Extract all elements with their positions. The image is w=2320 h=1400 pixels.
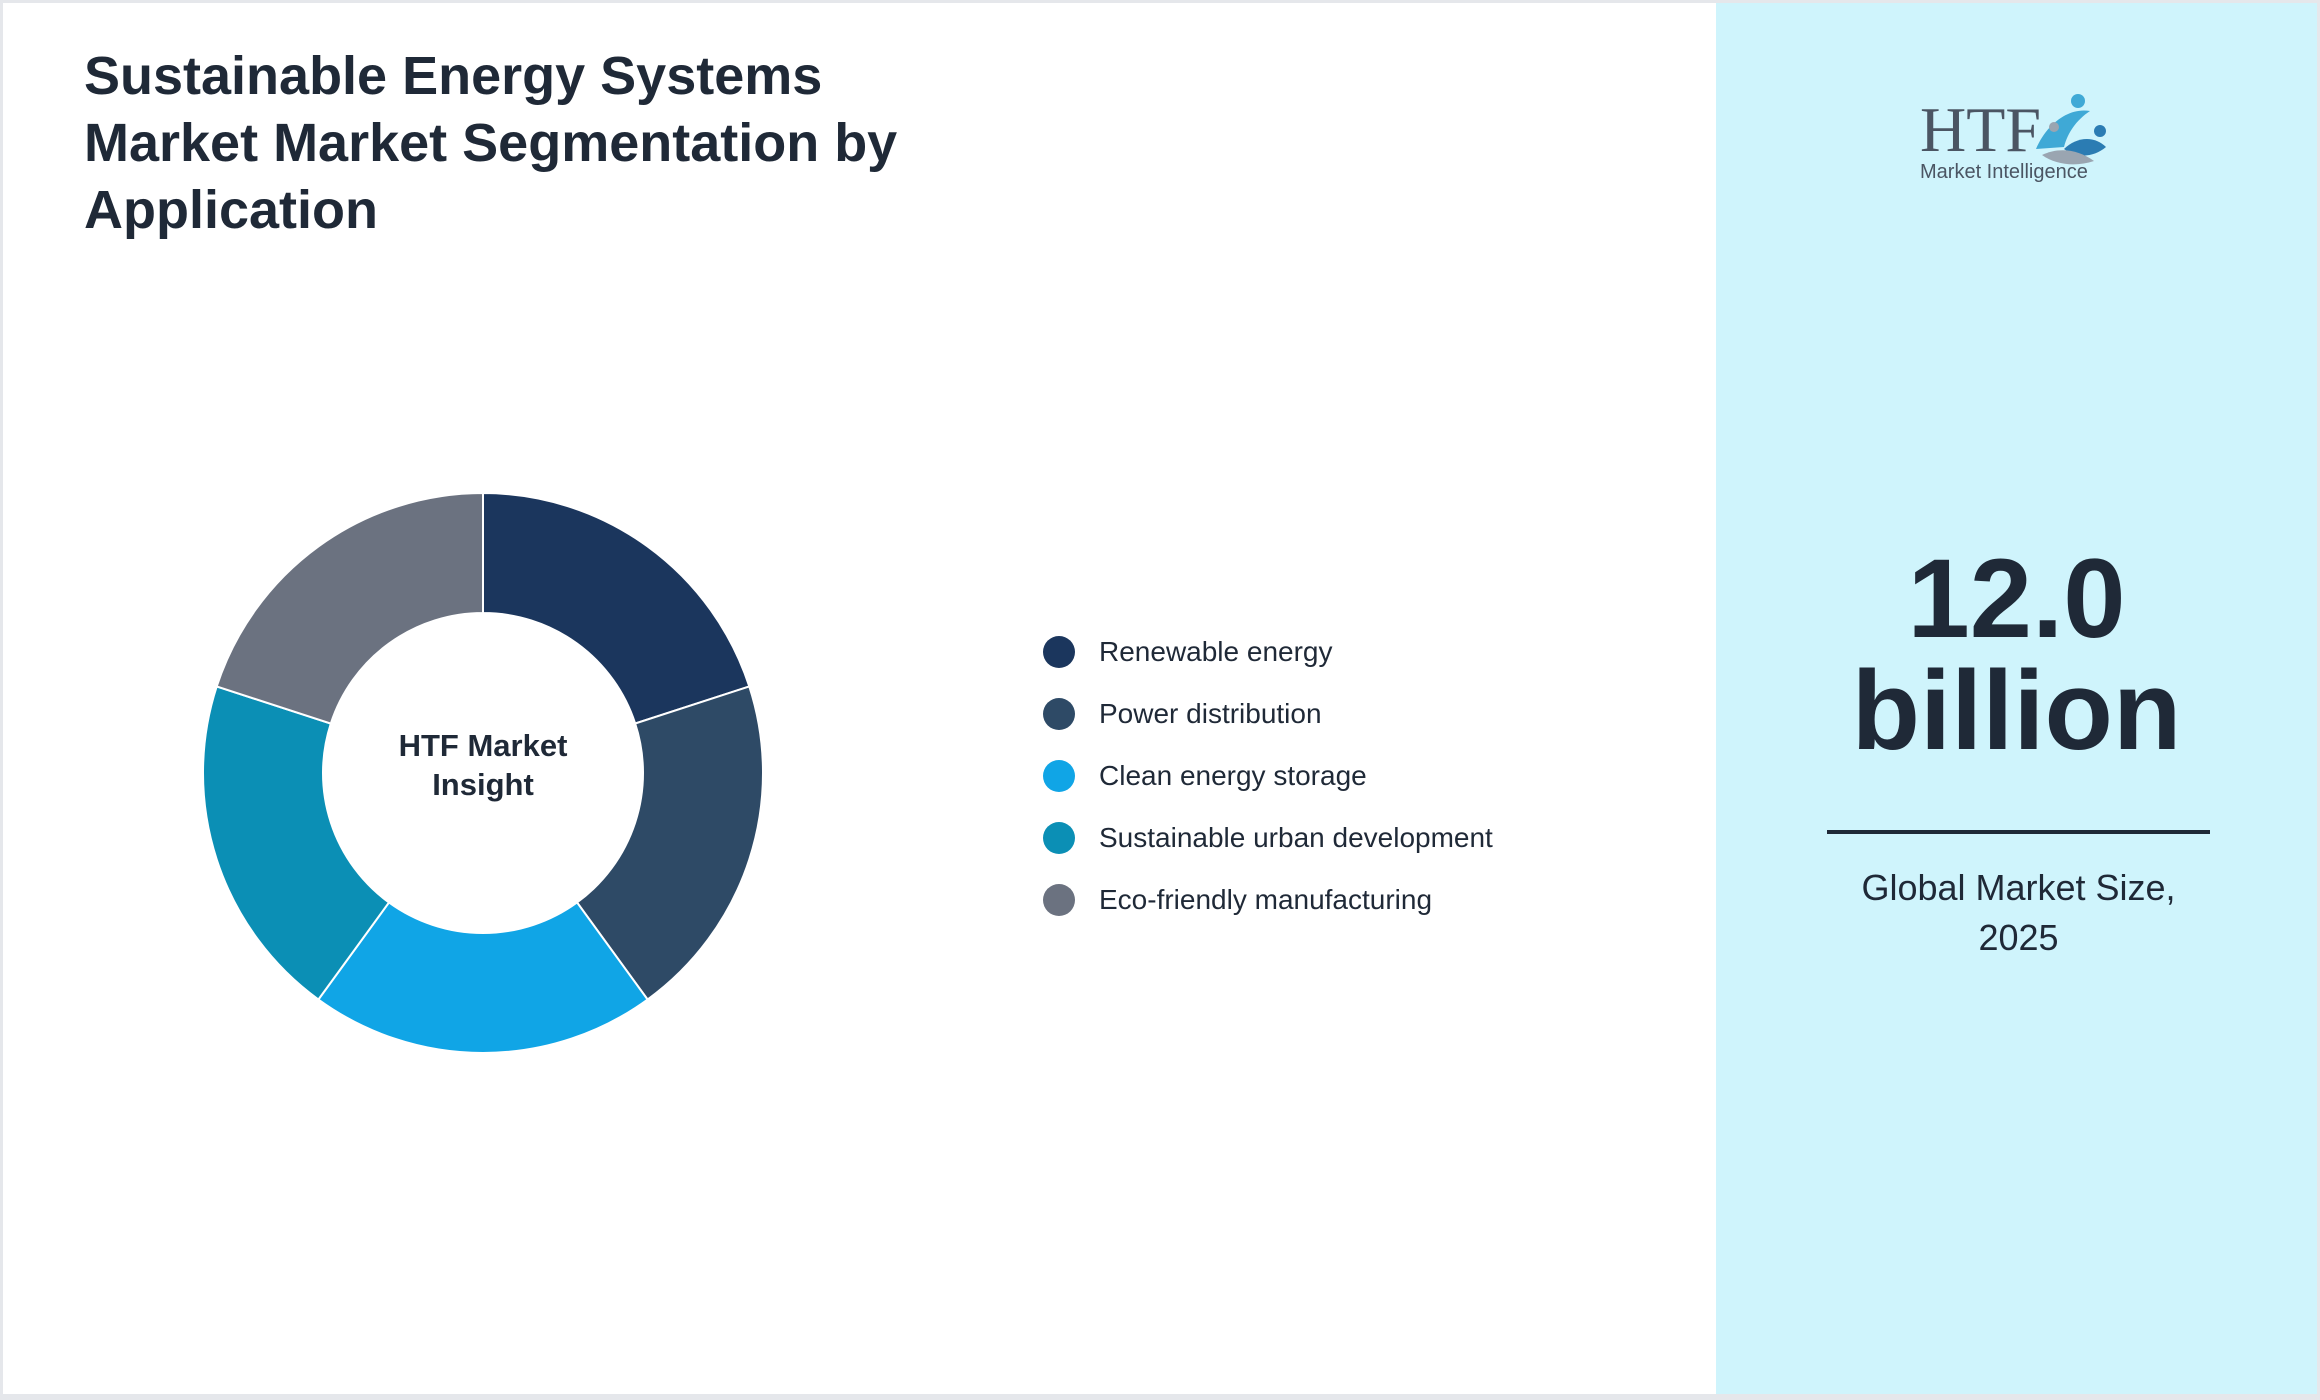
donut-slice-power-distribution [575, 685, 764, 1001]
legend-item-renewable-energy: Renewable energy [1043, 621, 1683, 683]
logo-wordmark: HTF [1920, 94, 2041, 165]
market-size-caption-line2: 2025 [1978, 917, 2059, 958]
legend-swatch [1043, 822, 1075, 854]
legend-swatch [1043, 884, 1075, 916]
legend-item-power-distribution: Power distribution [1043, 683, 1683, 745]
logo-tagline: Market Intelligence [1920, 161, 2088, 183]
legend-label: Sustainable urban development [1099, 822, 1493, 853]
legend-label: Clean energy storage [1099, 760, 1367, 791]
chart-title: Sustainable Energy Systems Market Market… [84, 46, 898, 240]
legend-item-clean-energy-storage: Clean energy storage [1043, 745, 1683, 807]
market-size-figure: 12.0 billion [1716, 543, 2317, 767]
htf-logo: HTF Market Intelligence [1920, 94, 2106, 183]
donut-slice-sustainable-urban-development [202, 685, 391, 1001]
legend-swatch [1043, 760, 1075, 792]
market-size-unit: billion [1851, 648, 2182, 773]
market-size-panel: HTF Market Intelligence 12.0 billion Glo… [1716, 3, 2317, 1394]
divider [1827, 830, 2210, 834]
legend-swatch [1043, 698, 1075, 730]
infographic-frame: Sustainable Energy Systems Market Market… [3, 3, 2317, 1394]
donut-slice-eco-friendly-manufacturing [215, 491, 484, 725]
donut-chart: HTF Market Insight [202, 491, 764, 1055]
legend-label: Renewable energy [1099, 636, 1333, 667]
donut-center-label-line2: Insight [432, 767, 534, 802]
donut-slice-clean-energy-storage [317, 901, 649, 1055]
market-size-caption-line1: Global Market Size, [1861, 867, 2176, 908]
legend-item-eco-friendly-manufacturing: Eco-friendly manufacturing [1043, 869, 1683, 931]
legend-swatch [1043, 636, 1075, 668]
market-size-value: 12.0 [1907, 536, 2126, 661]
donut-center-label-line1: HTF Market [399, 728, 568, 763]
logo-emblem-icon [2036, 94, 2106, 165]
market-size-caption: Global Market Size, 2025 [1816, 863, 2221, 963]
legend-item-sustainable-urban-development: Sustainable urban development [1043, 807, 1683, 869]
legend-label: Power distribution [1099, 698, 1322, 729]
legend-label: Eco-friendly manufacturing [1099, 884, 1433, 915]
chart-panel: Sustainable Energy Systems Market Market… [3, 3, 1716, 1394]
donut-slice-renewable-energy [482, 491, 751, 725]
